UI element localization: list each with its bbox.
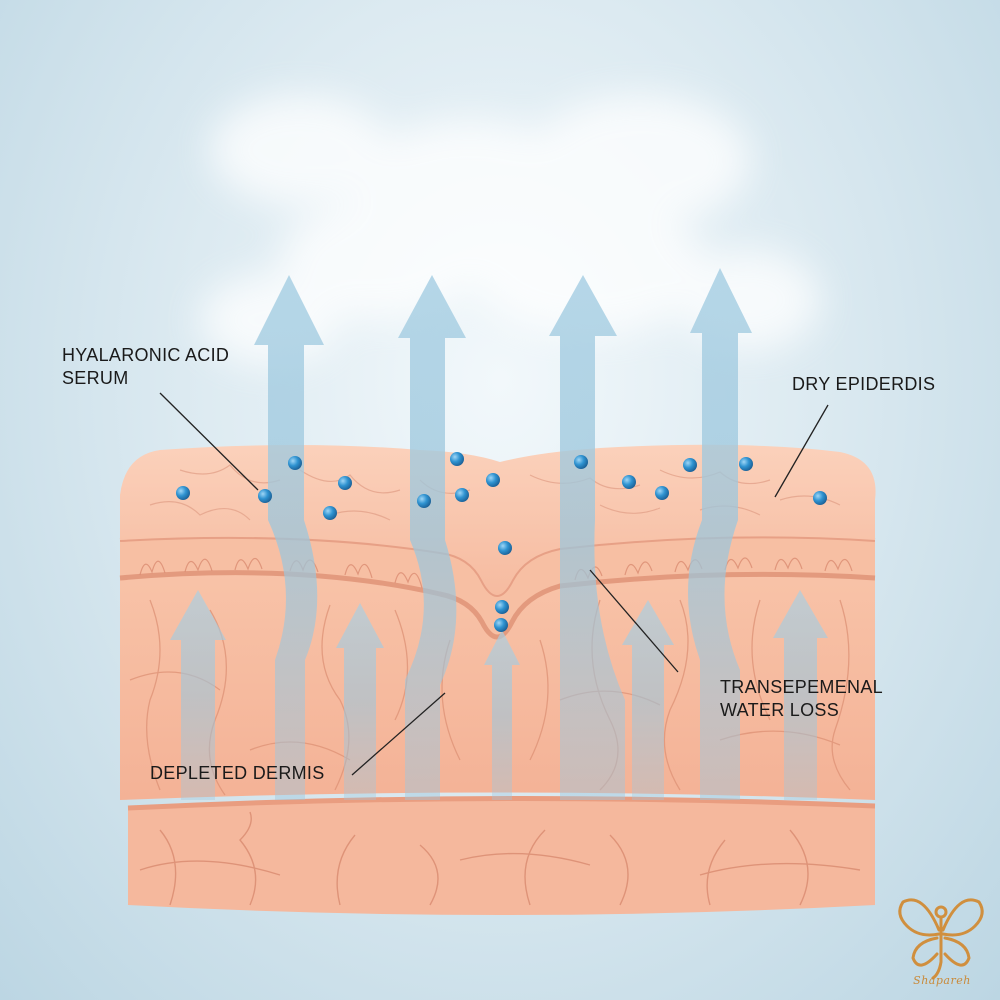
molecule-dot — [655, 486, 669, 500]
molecule-dot — [323, 506, 337, 520]
molecule-dot — [338, 476, 352, 490]
molecule-dot — [450, 452, 464, 466]
molecule-dot — [498, 541, 512, 555]
leader-lines — [159, 392, 829, 776]
water-loss-arrows — [170, 268, 828, 800]
arrow-small-5 — [773, 590, 828, 800]
label-transepidermal-water-loss: TRANSEPEMENAL WATER LOSS — [720, 677, 883, 720]
butterfly-woman-icon — [898, 898, 984, 980]
leader-line-epidermis — [774, 404, 829, 498]
leader-line-dermis — [351, 692, 446, 776]
hyaluronic-molecules — [176, 452, 827, 632]
molecule-dot — [486, 473, 500, 487]
hypodermis-layer — [127, 795, 876, 915]
molecule-dot — [683, 458, 697, 472]
leader-line-tewl — [589, 569, 679, 673]
leader-line-serum — [159, 392, 259, 491]
label-dry-epidermis: DRY EPIDERDIS — [792, 374, 936, 394]
brand-logo-text: Shapareh — [913, 974, 971, 987]
molecule-dot — [288, 456, 302, 470]
molecule-dot — [813, 491, 827, 505]
molecule-dot — [495, 600, 509, 614]
arrow-small-3 — [484, 630, 520, 800]
molecule-dot — [176, 486, 190, 500]
molecule-dot — [258, 489, 272, 503]
molecule-dot — [739, 457, 753, 471]
molecule-dot — [455, 488, 469, 502]
arrow-small-4 — [622, 600, 674, 800]
arrow-large-4 — [687, 268, 752, 800]
arrow-small-2 — [336, 603, 384, 800]
arrow-large-3 — [549, 275, 625, 800]
arrow-large-1 — [254, 275, 324, 800]
arrow-small-1 — [170, 590, 226, 800]
molecule-dot — [417, 494, 431, 508]
molecule-dot — [622, 475, 636, 489]
label-hyaluronic-acid-serum: HYALARONIC ACID SERUM — [62, 345, 230, 388]
arrow-large-2 — [398, 275, 466, 800]
molecule-dot — [574, 455, 588, 469]
molecule-dot — [494, 618, 508, 632]
label-depleted-dermis: DEPLETED DERMIS — [150, 763, 325, 783]
